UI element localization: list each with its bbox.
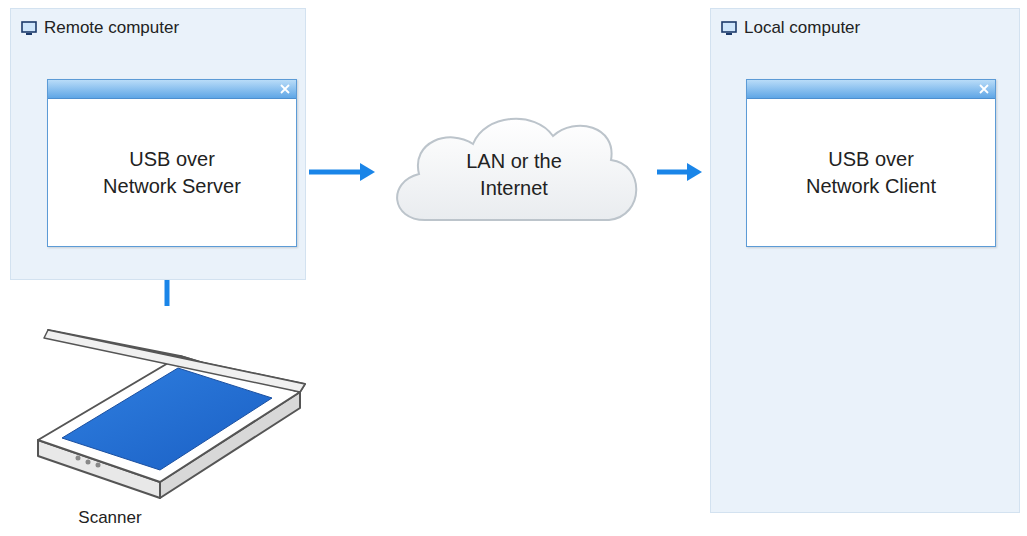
window-body: USB over Network Server [48,99,296,246]
arrow-head [687,163,702,181]
scanner-device: Scanner [30,318,305,532]
scanner-illustration [38,330,305,498]
window-label: USB over Network Server [96,146,248,200]
monitor-icon [721,21,737,36]
title-bar [48,80,296,99]
panel-header: Remote computer [21,18,179,38]
close-icon [280,84,290,94]
computer-panel: Remote computerUSB over Network Server [10,8,306,280]
network-cloud: LAN or the Internet [383,106,645,234]
arrow-shaft [657,170,690,175]
flow-arrow [309,163,375,181]
flow-arrow [657,163,702,181]
monitor-icon [21,21,37,36]
arrow-head [360,163,375,181]
cloud-label: LAN or the Internet [444,148,584,202]
device-label: Scanner [30,508,190,528]
panel-header: Local computer [721,18,860,38]
computer-panel: Local computerUSB over Network Client [710,8,1020,513]
panel-title: Remote computer [44,18,179,38]
software-window: USB over Network Client [746,79,996,247]
window-body: USB over Network Client [747,99,995,246]
arrow-shaft [309,170,363,175]
title-bar [747,80,995,99]
window-label: USB over Network Client [795,146,947,200]
cloud-body: LAN or the Internet [383,130,645,220]
software-window: USB over Network Server [47,79,297,247]
close-icon [979,84,989,94]
panel-title: Local computer [744,18,860,38]
